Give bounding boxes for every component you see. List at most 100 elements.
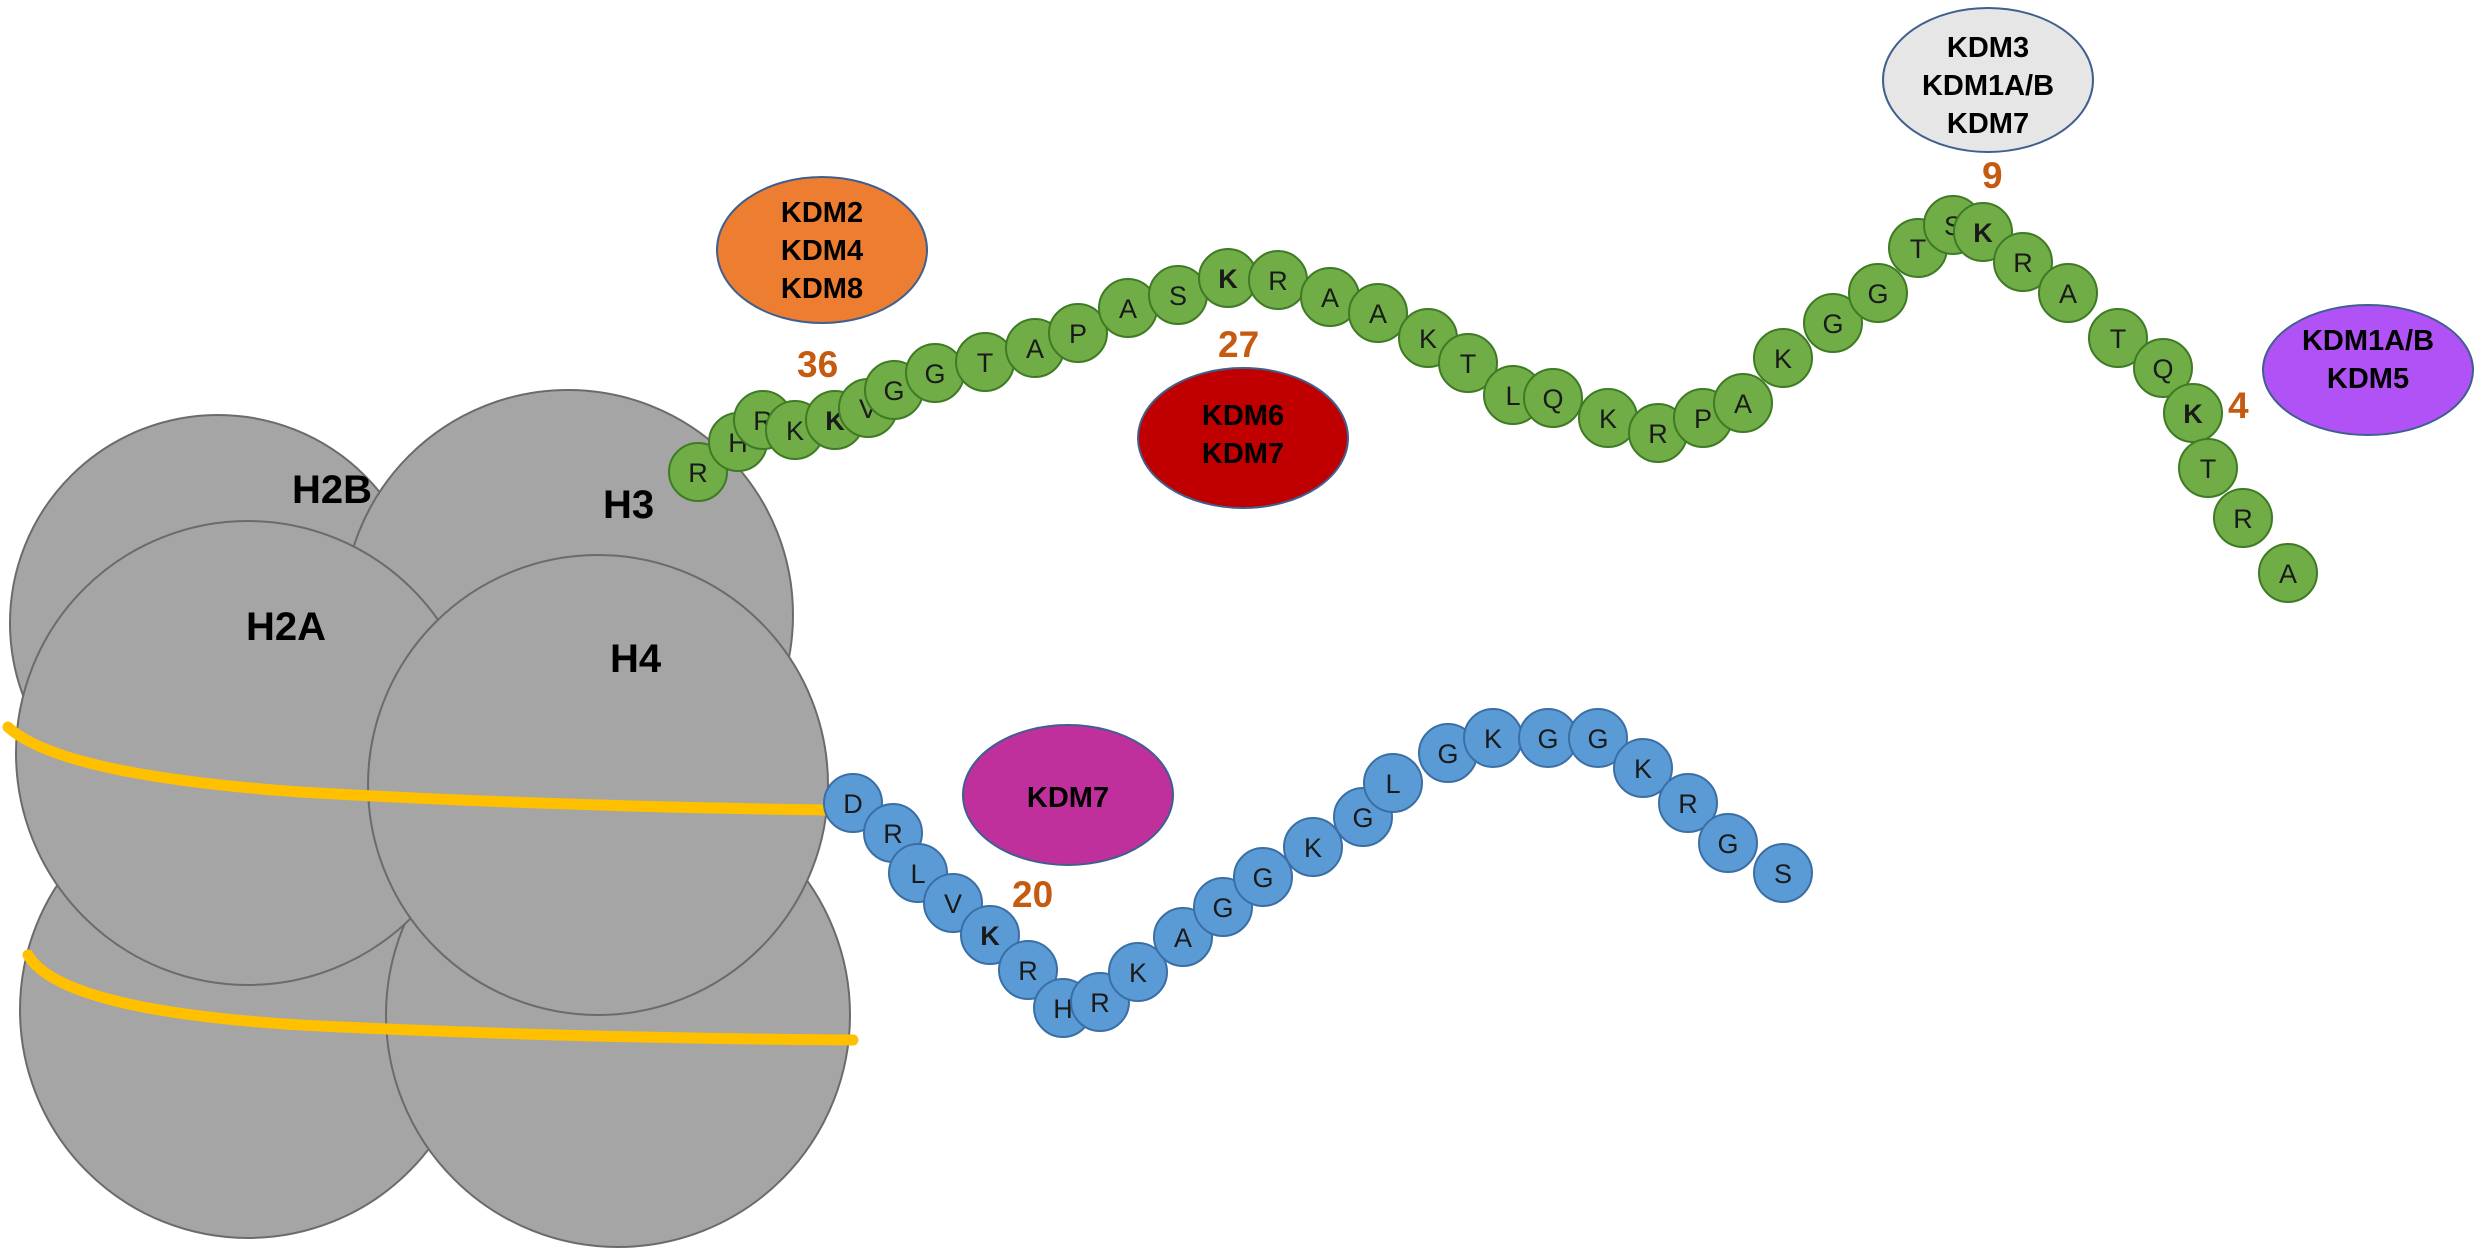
h3-residue-label: A — [1369, 299, 1387, 329]
enzyme-group-k36: KDM2 KDM4 KDM8 — [716, 176, 928, 324]
h3-residue-label: L — [1505, 381, 1520, 411]
enzyme-label-k20-line1: KDM7 — [1027, 782, 1109, 814]
label-h2b: H2B — [292, 468, 372, 512]
h3-residue-label: G — [883, 376, 904, 406]
h3-residue-bead — [1438, 333, 1498, 393]
h4-residue-label: G — [1437, 739, 1458, 769]
h4-residue-label: K — [1129, 958, 1147, 988]
h4-residue-label: L — [910, 859, 925, 889]
h3-residue-label: A — [2059, 279, 2077, 309]
h3-residue-label: T — [977, 348, 994, 378]
enzyme-label-k9-line3: KDM7 — [1947, 108, 2029, 140]
position-k20: 20 — [1012, 874, 1053, 915]
enzyme-ellipse-k36 — [716, 176, 928, 324]
h4-residue-label: S — [1774, 859, 1792, 889]
h4-residue-label: K — [1484, 724, 1502, 754]
h3-residue-label: A — [1026, 334, 1044, 364]
h3-residue-label: S — [1169, 281, 1187, 311]
h3-residue-label: K — [786, 416, 804, 446]
h3-residue-label: Q — [1542, 384, 1563, 414]
h4-residue-label: G — [1212, 893, 1233, 923]
enzyme-group-k9: KDM3 KDM1A/B KDM7 — [1882, 7, 2094, 153]
h4-residue-label: R — [1678, 789, 1698, 819]
h4-residue-bead — [1568, 708, 1628, 768]
h4-residue-bead — [1658, 773, 1718, 833]
label-h2a: H2A — [246, 605, 326, 649]
h4-residue-label: G — [1252, 863, 1273, 893]
h4-residue-bead — [1283, 817, 1343, 877]
h4-residue-label: K — [1634, 754, 1652, 784]
enzyme-group-k20: KDM7 — [962, 724, 1174, 866]
h3-residue-label: A — [1321, 283, 1339, 313]
h3-residue-label: A — [1734, 389, 1752, 419]
h3-residue-bead — [1803, 293, 1863, 353]
label-h3: H3 — [603, 483, 654, 527]
enzyme-label-k9-line1: KDM3 — [1947, 32, 2029, 64]
h3-residue-label: A — [1119, 294, 1137, 324]
h3-residue-label: T — [2200, 454, 2217, 484]
enzyme-label-k4-line1: KDM1A/B — [2302, 325, 2434, 357]
h3-residue-bead — [1848, 263, 1908, 323]
h3-residue-bead — [1048, 303, 1108, 363]
h3-residue-bead — [1348, 283, 1408, 343]
h4-residue-label: K — [1304, 833, 1322, 863]
h4-residue-label: G — [1537, 724, 1558, 754]
h3-residue-label: R — [1648, 419, 1668, 449]
h3-residue-label: A — [2279, 559, 2297, 589]
label-h4: H4 — [610, 637, 662, 681]
h4-residue-bead — [1753, 843, 1813, 903]
h3-residue-label: Q — [2152, 354, 2173, 384]
enzyme-label-k36-line1: KDM2 — [781, 197, 863, 229]
h3-residue-bead — [2163, 383, 2223, 443]
h3-residue-label: T — [2110, 324, 2127, 354]
h4-residue-label: R — [883, 819, 903, 849]
enzyme-ellipse-k9 — [1882, 7, 2094, 153]
enzyme-group-k4: KDM1A/B KDM5 — [2262, 304, 2474, 436]
h3-residue-bead — [1993, 232, 2053, 292]
h4-residue-label: V — [944, 889, 962, 919]
position-k9: 9 — [1982, 155, 2003, 196]
h3-residue-label: K — [1419, 324, 1437, 354]
h4-residue-label: A — [1174, 923, 1192, 953]
enzyme-label-k36-line3: KDM8 — [781, 273, 863, 305]
enzyme-label-k9-line2: KDM1A/B — [1922, 70, 2054, 102]
h3-residue-bead — [2178, 438, 2238, 498]
position-k27: 27 — [1218, 324, 1259, 365]
dna-strand-upper — [2, 721, 833, 816]
h4-residue-label: H — [1053, 994, 1073, 1024]
enzyme-ellipse-k27 — [1137, 367, 1349, 509]
h3-residue-label: P — [1069, 319, 1087, 349]
h4-residue-bead — [1108, 942, 1168, 1002]
position-k36: 36 — [797, 344, 838, 385]
h3-residue-label: T — [1460, 349, 1477, 379]
h3-residue-bead — [2213, 488, 2273, 548]
h3-residue-label: R — [2233, 504, 2253, 534]
h4-residue-label: L — [1385, 769, 1400, 799]
h3-residue-label: R — [1268, 266, 1288, 296]
enzyme-label-k36-line2: KDM4 — [781, 235, 863, 267]
h4-residue-label: G — [1352, 803, 1373, 833]
enzyme-label-k27-line2: KDM7 — [1202, 438, 1284, 470]
h4-residue-label: R — [1018, 956, 1038, 986]
h3-residue-bead — [2258, 543, 2318, 603]
h4-residue-label: D — [843, 789, 863, 819]
h4-residue-bead — [1698, 813, 1758, 873]
h3-residue-label: K — [1774, 344, 1792, 374]
h4-residue-label: G — [1717, 829, 1738, 859]
h3-residue-label: G — [1867, 279, 1888, 309]
h3-residue-label: G — [924, 359, 945, 389]
h4-residue-bead — [960, 905, 1020, 965]
h3-residue-bead — [2038, 263, 2098, 323]
h3-residue-label: K — [1973, 218, 1993, 248]
h3-residue-label: K — [2183, 399, 2203, 429]
h3-residue-label: P — [1694, 404, 1712, 434]
h4-residue-bead — [1233, 847, 1293, 907]
h3-residue-bead — [1753, 328, 1813, 388]
position-k4: 4 — [2228, 385, 2249, 426]
h4-residue-label: R — [1090, 988, 1110, 1018]
h3-residue-label: R — [2013, 248, 2033, 278]
h4-residue-bead — [1363, 753, 1423, 813]
